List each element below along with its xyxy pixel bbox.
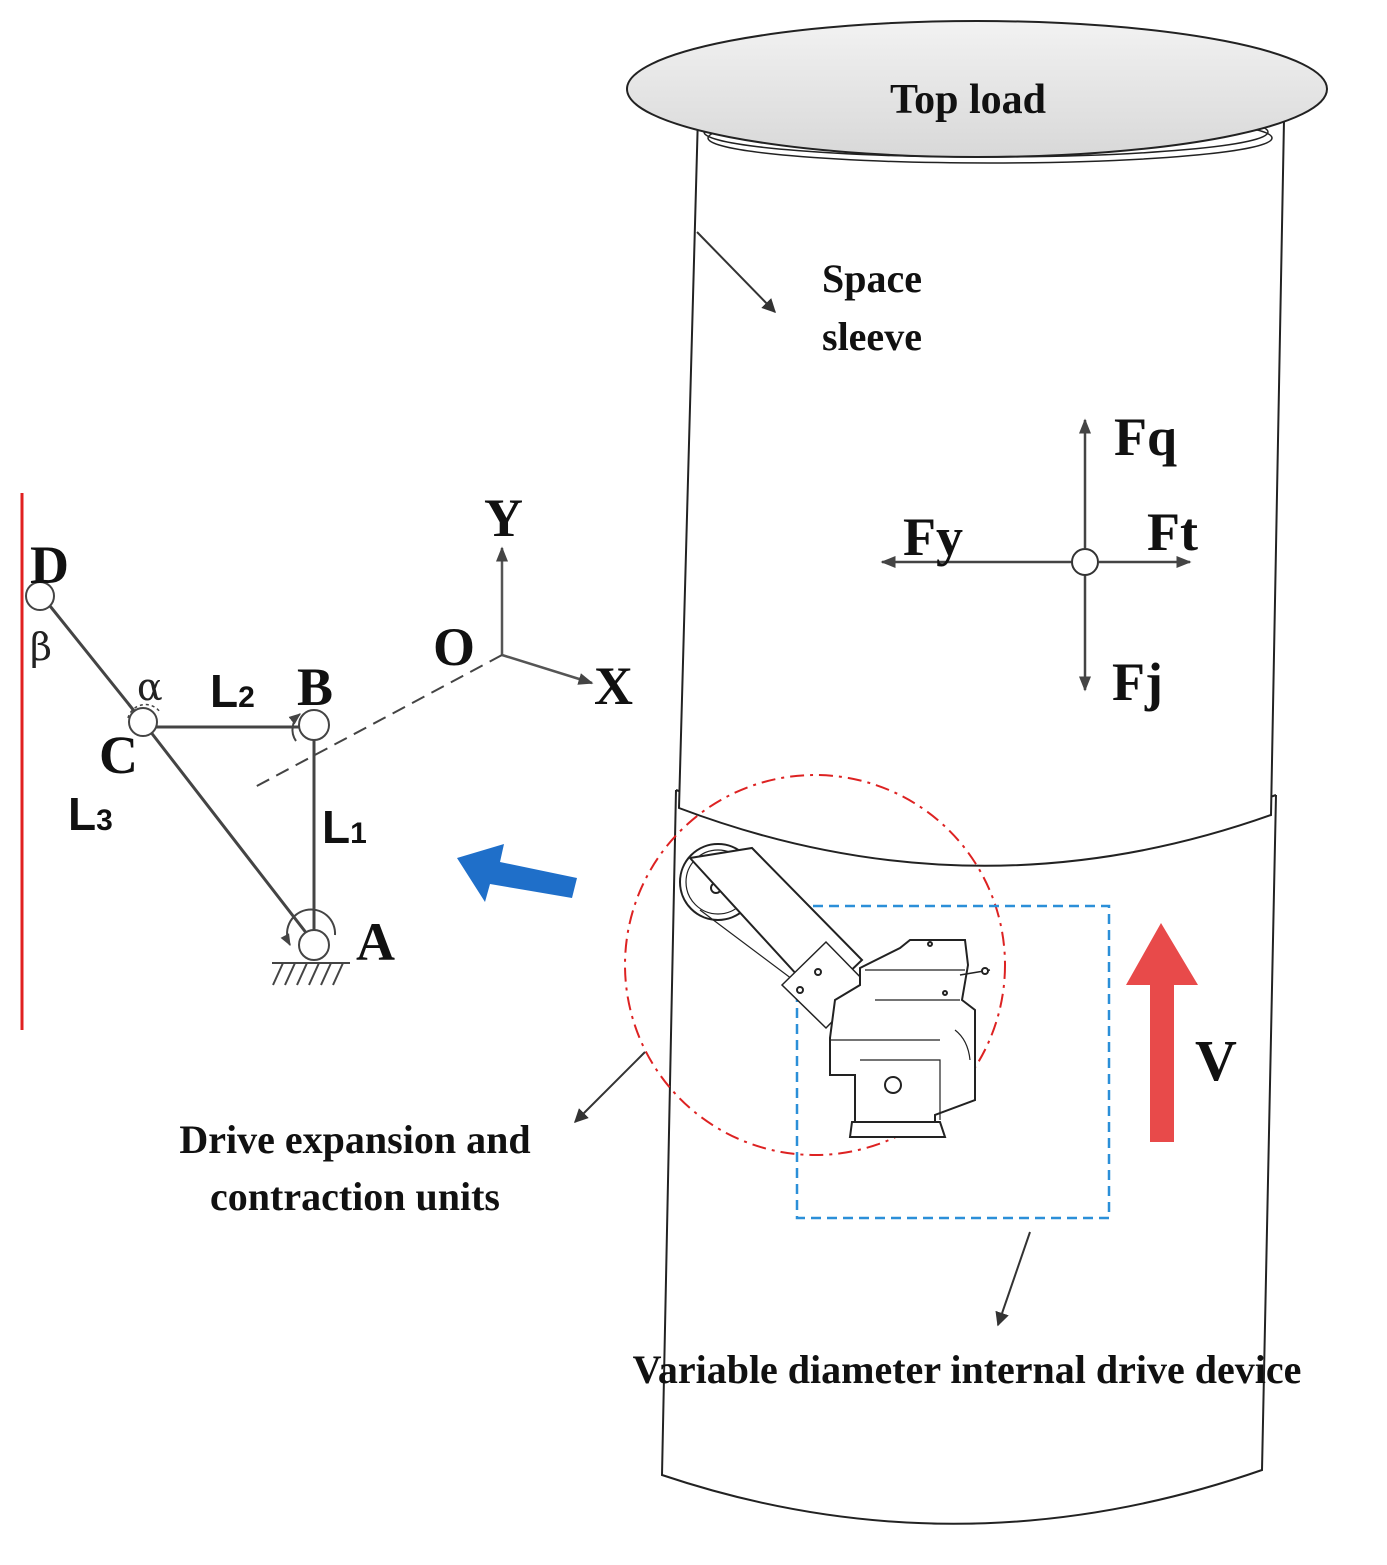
drive-device-drawing [679,843,991,1138]
angle-alpha-label: α [137,665,163,709]
drive-device-highlight-box [795,904,1111,1220]
axis-y-label: Y [484,488,523,548]
point-c-label: C [99,725,138,785]
drive-unit-highlight-circle [624,774,1006,1156]
force-y-label: Fy [903,507,963,567]
ground-support [272,962,350,986]
force-diagram: Fq Fy Ft Fj [880,407,1198,712]
link-3-label: L3 [68,788,113,840]
joint-a [298,929,330,961]
rotation-arc-b [288,713,301,742]
space-sleeve-label-line2: sleeve [822,314,922,359]
link-1-label: L1 [322,801,367,853]
force-q-label: Fq [1114,407,1177,467]
point-b-label: B [297,657,333,717]
space-sleeve-annotation: Space sleeve [696,231,922,359]
drive-units-label-line2: contraction units [210,1174,500,1219]
drive-body [829,939,976,1131]
joint-b [298,709,330,741]
link-ca [141,721,316,944]
drive-units-label-line1: Drive expansion and [179,1117,530,1162]
rotation-arc-a [280,908,337,947]
force-origin-node [1071,548,1099,576]
linkage-schematic: Y X O A B C D [20,488,633,1030]
point-d-label: D [30,535,69,595]
reference-dashed-line [254,654,503,788]
upper-tube [677,113,1286,867]
velocity-label: V [1195,1028,1237,1093]
joint-d [25,581,55,611]
velocity-arrow [1126,923,1198,1142]
top-load-disc [626,20,1328,158]
point-a-label: A [356,912,395,972]
force-t-label: Ft [1147,502,1198,562]
angle-alpha-arc [127,703,161,719]
top-load-plate: Top load [626,20,1328,164]
drive-device-label: Variable diameter internal drive device [633,1347,1302,1392]
axis-x-label: X [594,656,633,716]
drive-device-pointer [995,1231,1031,1327]
joint-c [128,707,158,737]
link-2-label: L2 [210,665,255,717]
origin-label: O [433,617,475,677]
x-axis [501,653,594,685]
angle-beta-label: β [30,625,52,669]
sleeve-cylinder [660,113,1286,1525]
force-j-label: Fj [1112,652,1163,712]
expansion-direction-arrow [457,844,577,902]
link-dc [40,595,145,723]
top-load-label: Top load [890,77,1046,123]
space-sleeve-label-line1: Space [822,256,922,301]
drive-units-pointer [574,1051,646,1123]
